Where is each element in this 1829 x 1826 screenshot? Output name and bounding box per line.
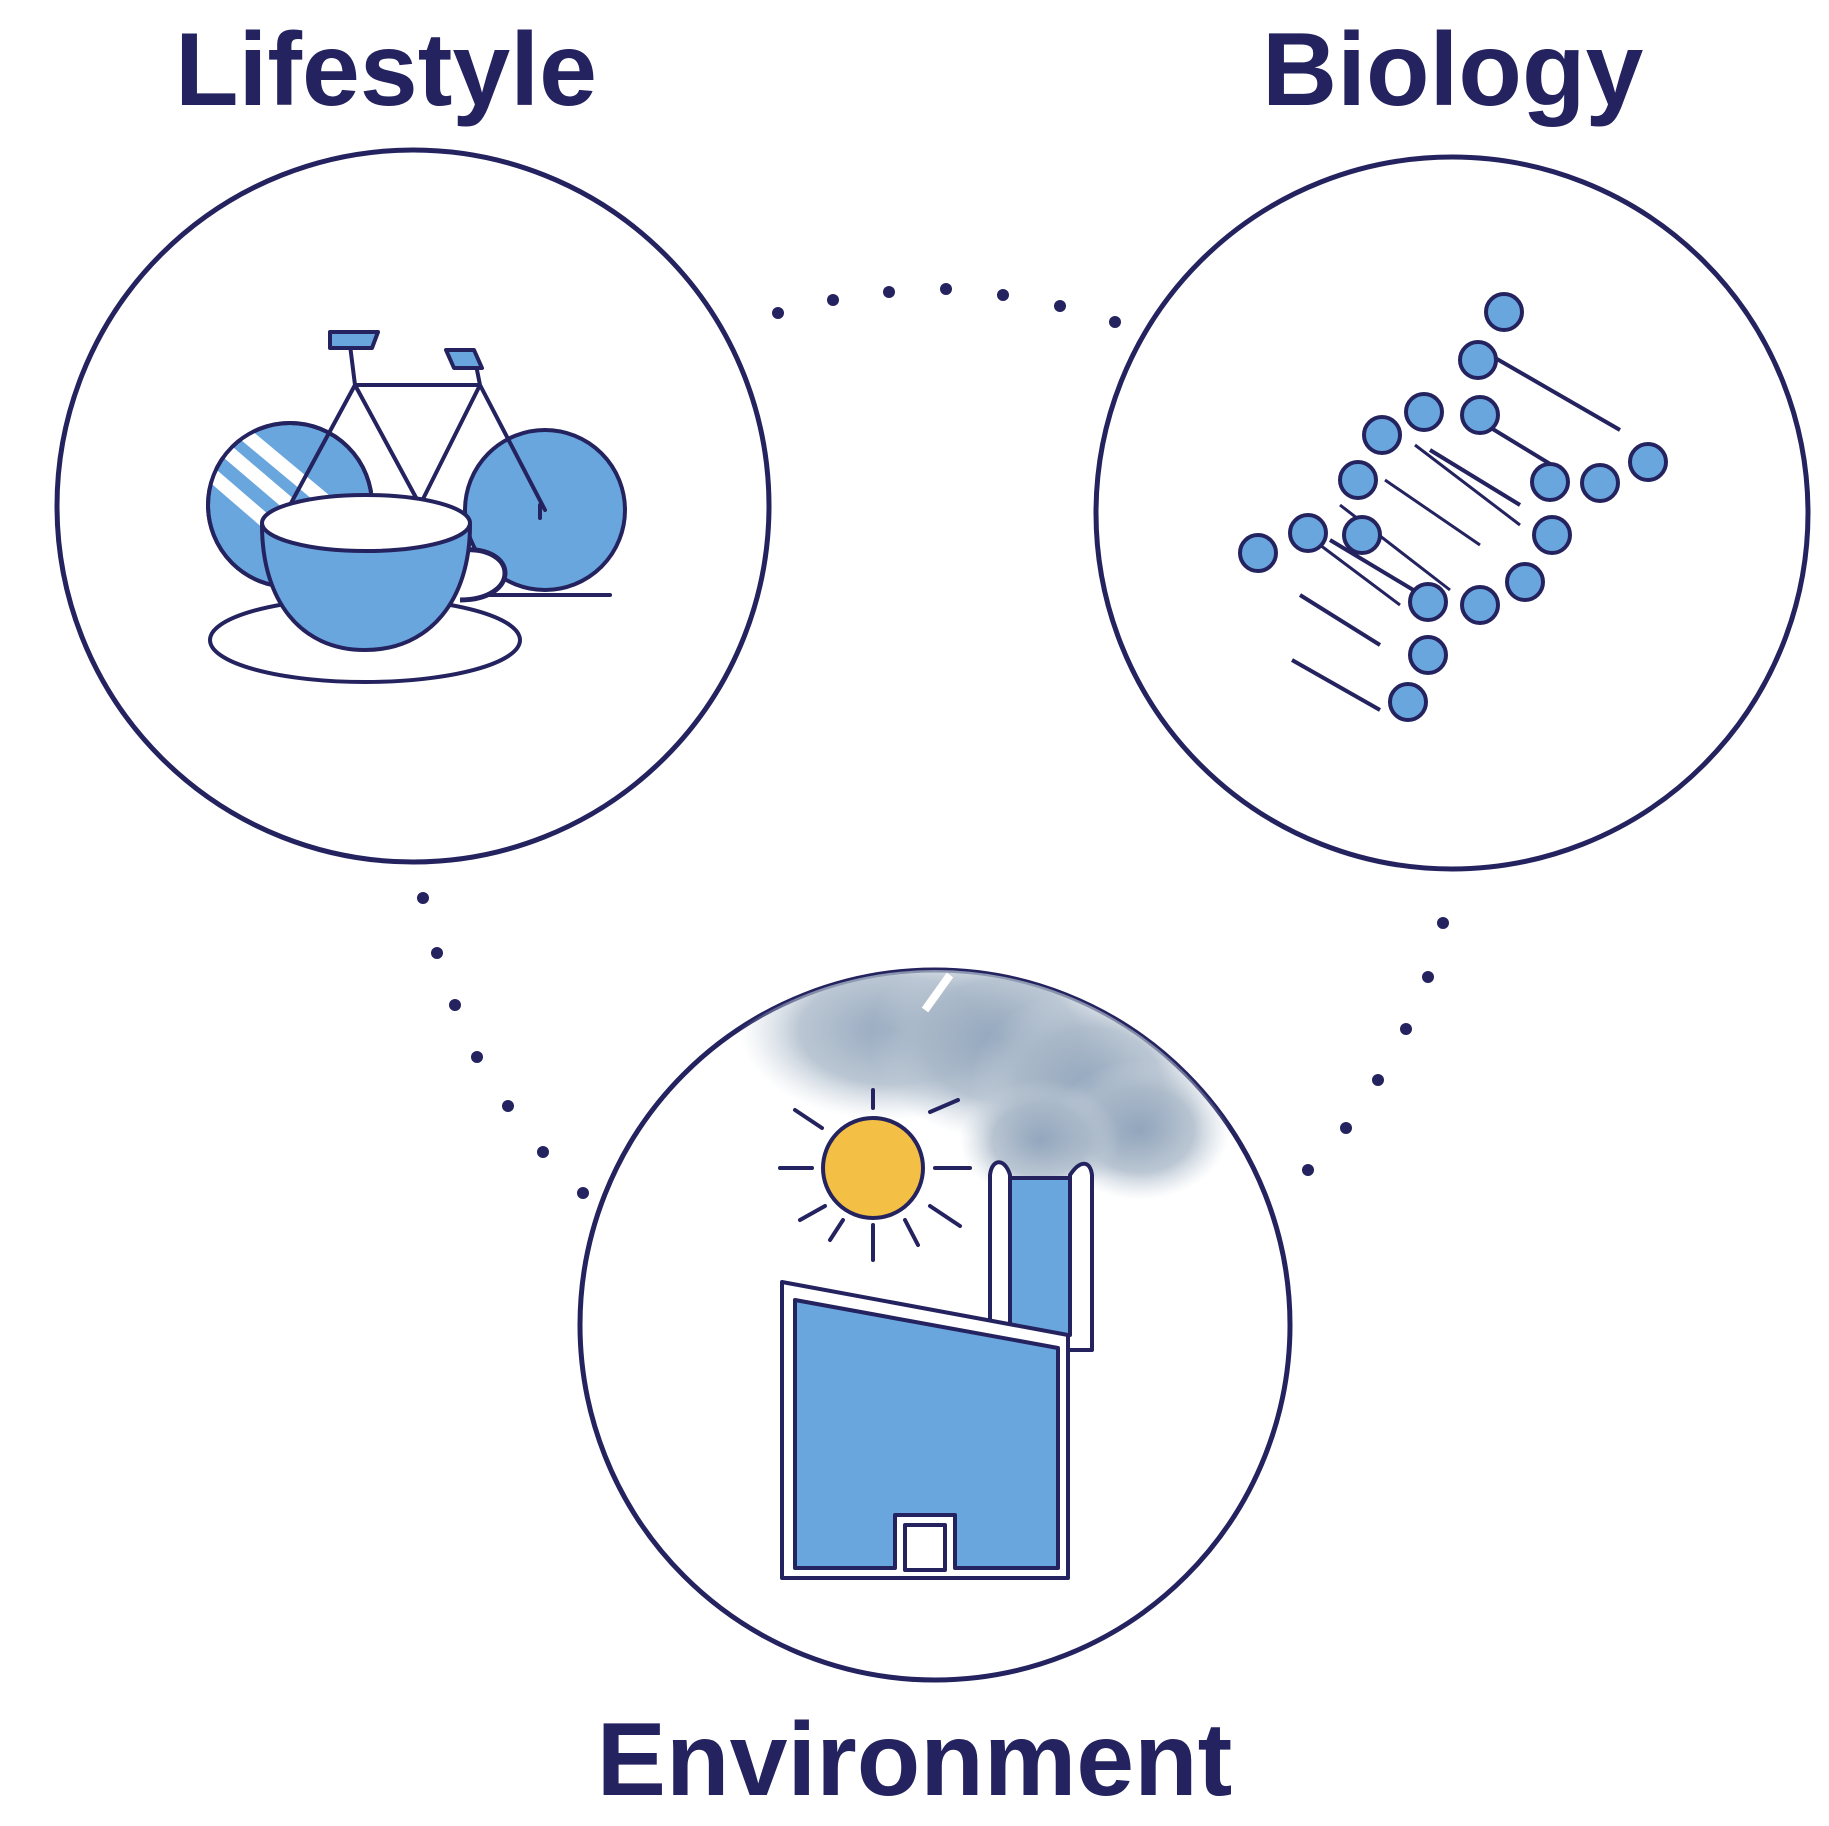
environment-circle-gap-mark [921,972,954,1013]
biology-circle [1093,154,1811,872]
dotted-connector-biology-environment [1302,917,1449,1176]
lifestyle-node [54,147,772,865]
environment-node [577,967,1293,1683]
sun-icon [778,1088,972,1262]
dna-icon [1238,292,1668,722]
dotted-connector-lifestyle-environment [417,892,589,1199]
teacup-icon [208,493,522,684]
dotted-connector-lifestyle-biology [772,283,1121,328]
biology-node [1093,154,1811,872]
lifestyle-label: Lifestyle [175,12,597,128]
environment-label: Environment [596,1702,1233,1818]
biology-label: Biology [1262,12,1644,128]
factory-icon [780,1160,1094,1580]
